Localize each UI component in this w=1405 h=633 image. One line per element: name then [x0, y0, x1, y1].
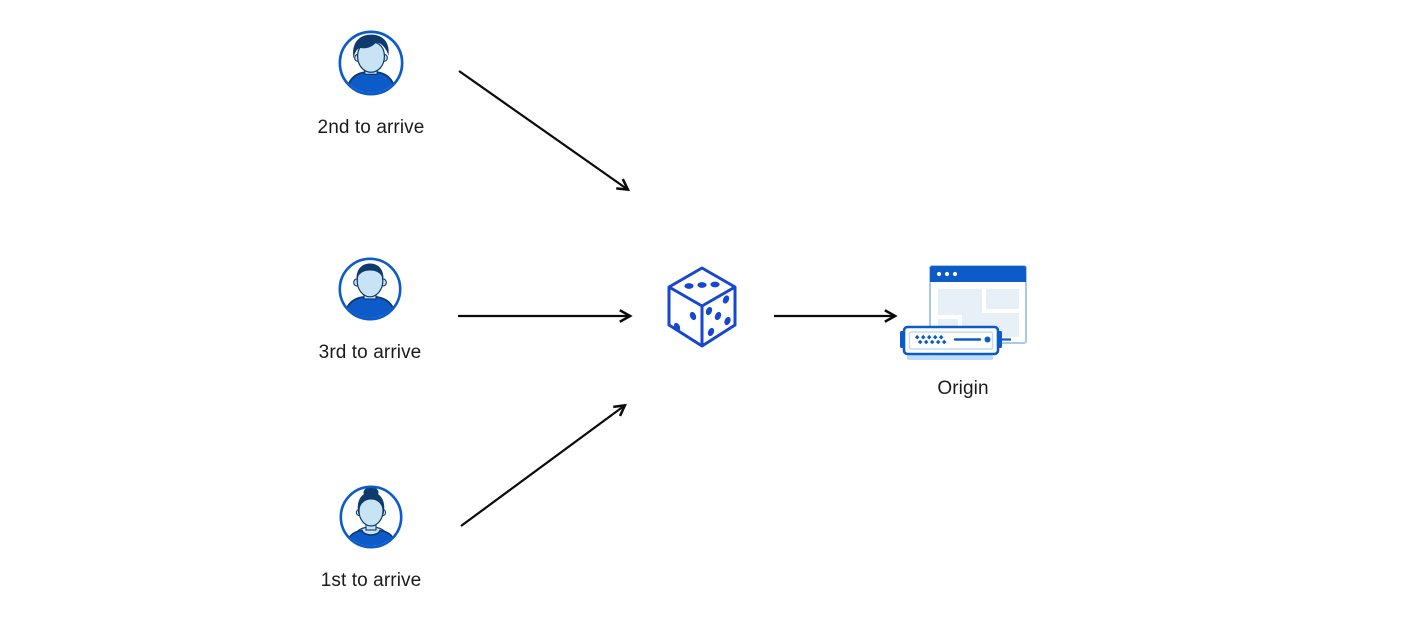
node-label-first: 1st to arrive — [320, 570, 422, 591]
node-label-origin: Origin — [937, 378, 989, 399]
origin-server-icon — [900, 265, 1027, 360]
node-label-second: 2nd to arrive — [317, 117, 425, 138]
arrow-second-to-dice — [458, 70, 627, 189]
node-origin: Origin — [899, 265, 1027, 400]
node-third-visitor: 3rd to arrive — [270, 257, 470, 364]
dice-icon — [667, 266, 737, 348]
node-second-visitor: 2nd to arrive — [271, 30, 471, 139]
avatar-female-bun-icon — [339, 485, 403, 549]
arrow-first-to-dice — [460, 406, 624, 527]
node-label-third: 3rd to arrive — [318, 342, 422, 363]
node-first-visitor: 1st to arrive — [271, 485, 471, 592]
node-random-dice — [666, 266, 738, 348]
avatar-male-swept-hair-icon — [338, 30, 404, 96]
server-icon — [900, 325, 1011, 360]
avatar-male-flat-top-icon — [338, 257, 402, 321]
browser-window-icon — [929, 265, 1027, 344]
